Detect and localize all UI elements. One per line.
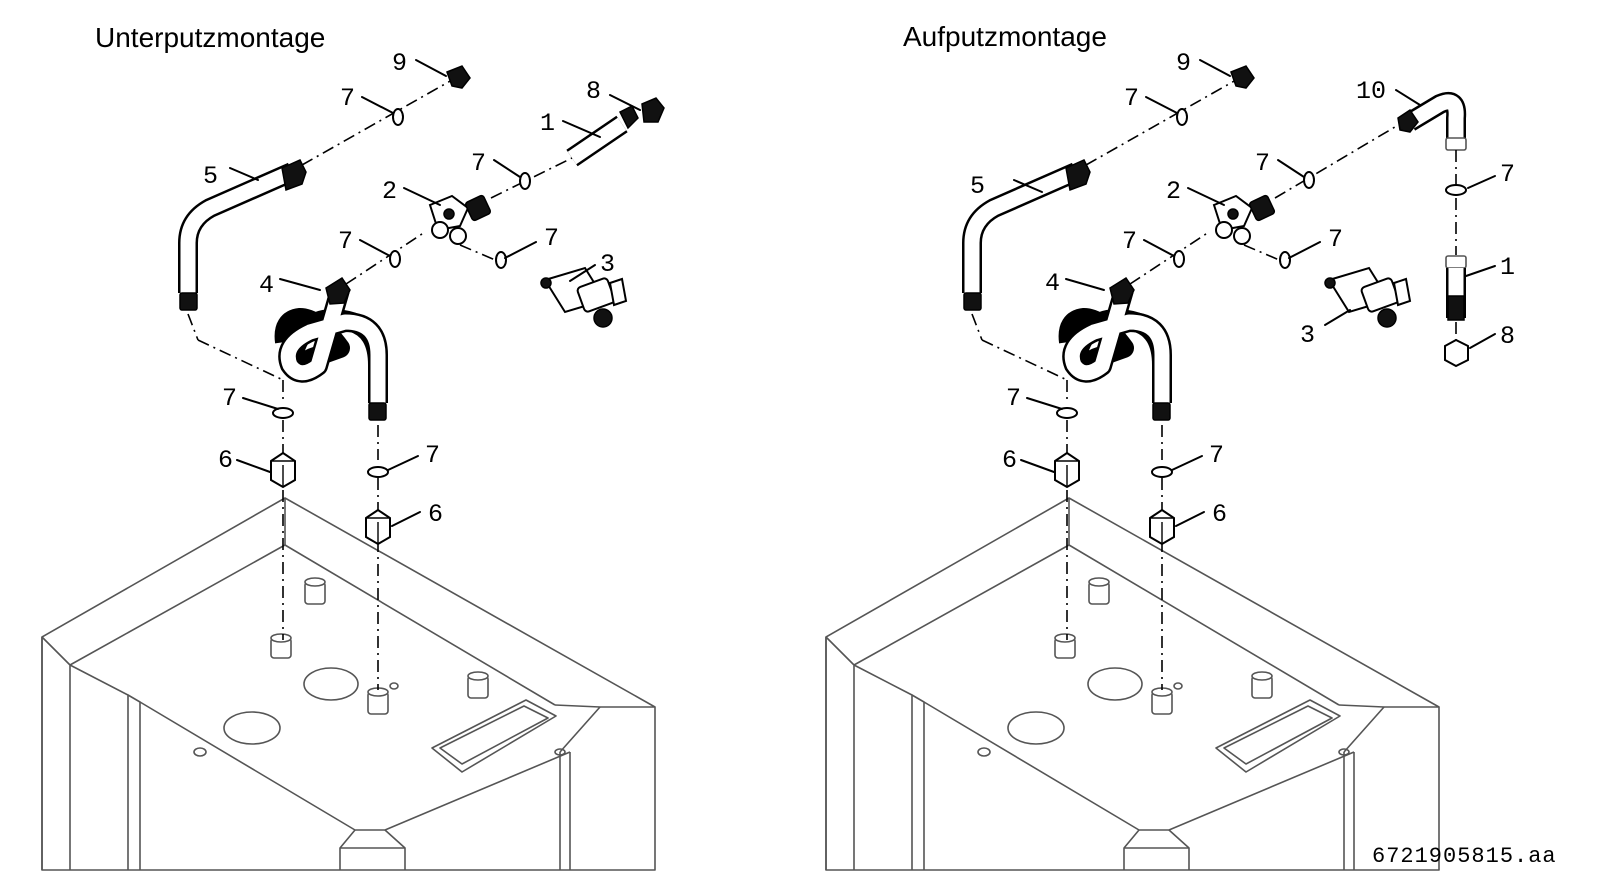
callout-7: 7	[471, 149, 486, 178]
callout-1: 1	[1500, 253, 1515, 282]
callout-10: 10	[1356, 77, 1386, 106]
callout-6: 6	[218, 446, 233, 475]
pipe-1	[490, 97, 665, 199]
callout-7: 7	[1124, 84, 1139, 113]
document-id: 6721905815.aa	[1372, 844, 1557, 869]
callout-7: 7	[1006, 384, 1021, 413]
callout-7: 7	[1122, 227, 1137, 256]
callout-7: 7	[544, 224, 559, 253]
callout-2: 2	[382, 177, 397, 206]
panel-unterputzmontage: Unterputzmontage	[41, 22, 665, 871]
callout-1: 1	[540, 109, 555, 138]
panel-title: Unterputzmontage	[95, 22, 325, 53]
callout-9: 9	[1176, 49, 1191, 78]
callout-4: 4	[259, 271, 274, 300]
callout-5: 5	[970, 172, 985, 201]
callout-5: 5	[203, 162, 218, 191]
callout-7: 7	[222, 384, 237, 413]
callout-9: 9	[392, 49, 407, 78]
callout-6: 6	[1212, 500, 1227, 529]
callout-6: 6	[428, 500, 443, 529]
callout-4: 4	[1045, 269, 1060, 298]
callout-7: 7	[1328, 225, 1343, 254]
pipe-10-and-1	[1274, 91, 1469, 368]
callout-7: 7	[338, 227, 353, 256]
callout-7: 7	[425, 441, 440, 470]
callout-7: 7	[1500, 160, 1515, 189]
callout-3: 3	[1300, 321, 1315, 350]
callout-3: 3	[600, 250, 615, 279]
panel-aufputzmontage: Aufputzmontage	[825, 21, 1515, 871]
callout-6: 6	[1002, 446, 1017, 475]
callout-7: 7	[1255, 149, 1270, 178]
callout-8: 8	[1500, 322, 1515, 351]
callout-7: 7	[1209, 441, 1224, 470]
callout-8: 8	[586, 77, 601, 106]
callout-7: 7	[340, 84, 355, 113]
panel-title: Aufputzmontage	[903, 21, 1107, 52]
callout-2: 2	[1166, 177, 1181, 206]
